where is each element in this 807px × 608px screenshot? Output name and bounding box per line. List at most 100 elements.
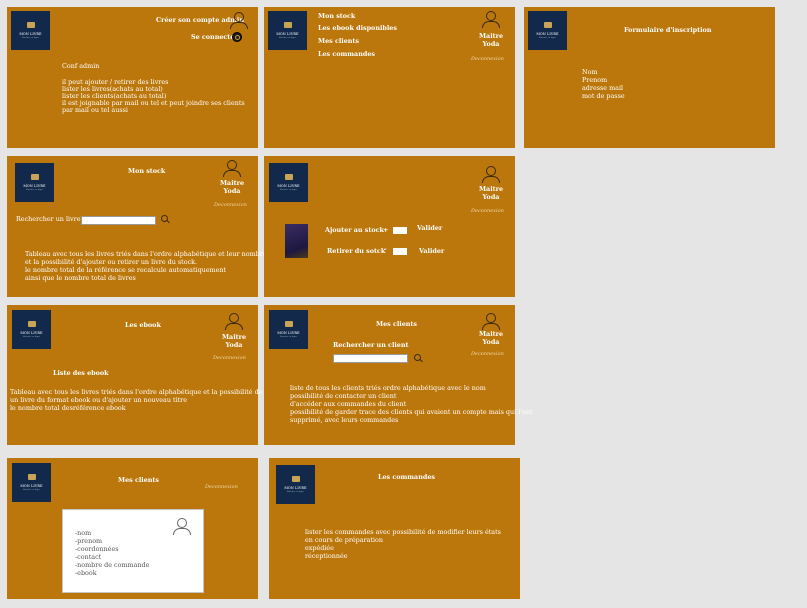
card-line-ebook: -ebook <box>75 569 97 577</box>
panel-orders: MON LIVRE librairie en ligne Les command… <box>269 458 520 599</box>
orders-line-2: en cours de préparation <box>305 536 384 544</box>
user-icon[interactable] <box>225 313 243 331</box>
search-icon[interactable] <box>414 354 423 363</box>
logo: MON LIVRE librairie en ligne <box>12 310 51 349</box>
clients-line-1: liste de tous les clients triés ordre al… <box>290 384 486 392</box>
validate-remove-button[interactable]: Valider <box>419 247 445 255</box>
menu-item-ebooks[interactable]: Les ebook disponibles <box>318 24 397 32</box>
ebook-line-1: Tableau avec tous les livres triés dans … <box>10 388 299 396</box>
stock-line-3: le nombre total de la référence se recal… <box>25 266 227 274</box>
logo-title: MON LIVRE <box>23 184 46 188</box>
logout-link[interactable]: Deconnexion <box>214 202 247 208</box>
page-title: Les ebook <box>125 321 161 329</box>
stock-line-1: Tableau avec tous les livres triés dans … <box>25 250 289 258</box>
user-name-line-2: Yoda <box>225 341 243 349</box>
book-icon <box>543 22 552 28</box>
menu-item-orders[interactable]: Les commandes <box>318 50 375 58</box>
user-name-line-1: Maitre <box>478 330 504 338</box>
panel-client-detail: MON LIVRE librairie en ligne Mes clients… <box>7 458 258 599</box>
create-account-link[interactable]: Créer son compte admin <box>156 16 244 24</box>
logo-title: MON LIVRE <box>20 484 43 488</box>
logout-link[interactable]: Deconnexion <box>471 208 504 214</box>
logo-title: MON LIVRE <box>277 331 300 335</box>
stock-line-2: et la possibilité d'ajouter ou retirer u… <box>25 258 198 266</box>
logo-title: MON LIVRE <box>276 32 299 36</box>
minus-icon[interactable]: - <box>384 245 387 253</box>
logo: MON LIVRE librairie en ligne <box>11 11 50 50</box>
admin-line-2: lister les livres(achats au total) <box>62 85 163 93</box>
clients-line-5: supprimé, avec leurs commandes <box>290 416 399 424</box>
logo: MON LIVRE librairie en ligne <box>269 163 308 202</box>
logo-title: MON LIVRE <box>19 32 42 36</box>
user-icon[interactable] <box>230 12 248 30</box>
user-icon <box>173 518 191 536</box>
user-name-line-2: Yoda <box>482 40 500 48</box>
card-line-commandes: -nombre de commande <box>75 561 150 569</box>
orders-line-1: lister les commandes avec possibilité de… <box>305 528 501 536</box>
logo-subtitle: librairie en ligne <box>22 37 39 39</box>
search-input[interactable] <box>81 216 156 225</box>
client-card[interactable]: -nom -prenom -coordonnées -contact -nomb… <box>62 509 204 593</box>
book-icon <box>291 476 300 482</box>
logo-subtitle: librairie en ligne <box>280 189 297 191</box>
card-line-contact: -contact <box>75 553 102 561</box>
user-icon[interactable] <box>482 11 500 29</box>
form-field-password[interactable]: mot de passe <box>582 92 625 100</box>
form-field-firstname[interactable]: Prenom <box>582 76 608 84</box>
logo-title: MON LIVRE <box>284 486 307 490</box>
logout-link[interactable]: Deconnexion <box>213 355 246 361</box>
book-icon <box>30 174 39 180</box>
clients-line-3: d'accéder aux commandes du client <box>290 400 407 408</box>
user-icon[interactable] <box>482 313 500 331</box>
logo-subtitle: librairie en ligne <box>279 37 296 39</box>
search-icon[interactable] <box>161 215 170 224</box>
logo: MON LIVRE librairie en ligne <box>12 463 51 502</box>
clients-line-2: possibilité de contacter un client <box>290 392 397 400</box>
logout-link[interactable]: Deconnexion <box>471 351 504 357</box>
user-name-line-2: Yoda <box>482 338 500 346</box>
form-field-email[interactable]: adresse mail <box>582 84 624 92</box>
logo-title: MON LIVRE <box>277 184 300 188</box>
add-stock-label: Ajouter au stock <box>325 226 384 234</box>
user-name-line-2: Yoda <box>223 187 241 195</box>
admin-line-3: lister les clients(achats au total) <box>62 92 167 100</box>
logo-subtitle: librairie en ligne <box>26 189 43 191</box>
book-icon <box>27 474 36 480</box>
admin-line-1: il peut ajouter / retirer des livres <box>62 78 169 86</box>
orders-line-4: réceptionnée <box>305 552 348 560</box>
logo: MON LIVRE librairie en ligne <box>268 11 307 50</box>
form-field-lastname[interactable]: Nom <box>582 68 598 76</box>
ebook-line-2: un livre du format ebook ou d'ajouter un… <box>10 396 188 404</box>
power-icon[interactable] <box>232 32 242 42</box>
admin-heading: Conf admin <box>62 62 100 70</box>
user-icon[interactable] <box>482 166 500 184</box>
card-line-coordonnees: -coordonnées <box>75 545 119 553</box>
remove-stock-label: Retirer du sotck <box>327 247 386 255</box>
search-label: Rechercher un livre <box>16 215 81 223</box>
logo: MON LIVRE librairie en ligne <box>276 465 315 504</box>
menu-item-stock[interactable]: Mon stock <box>318 12 356 20</box>
logo-subtitle: librairie en ligne <box>287 491 304 493</box>
page-title: Mes clients <box>376 320 417 328</box>
panel-stock: MON LIVRE librairie en ligne Mon stock M… <box>7 156 288 297</box>
panel-clients: MON LIVRE librairie en ligne Mes clients… <box>264 305 533 445</box>
add-quantity-input[interactable] <box>393 227 407 234</box>
book-icon <box>284 321 293 327</box>
user-icon[interactable] <box>223 160 241 178</box>
plus-icon[interactable]: + <box>383 226 389 234</box>
logo-title: MON LIVRE <box>536 32 559 36</box>
logout-link[interactable]: Deconnexion <box>471 56 504 62</box>
search-label: Rechercher un client <box>333 341 409 349</box>
user-name-line-2: Yoda <box>482 193 500 201</box>
page-title: Les commandes <box>378 473 435 481</box>
logo-subtitle: librairie en ligne <box>280 336 297 338</box>
remove-quantity-input[interactable] <box>393 248 407 255</box>
ebook-line-3: le nombre total desréférence ebook <box>10 404 126 412</box>
login-link[interactable]: Se connecter <box>191 33 238 41</box>
stock-line-4: ainsi que le nombre total de livres <box>25 274 136 282</box>
search-input[interactable] <box>333 354 408 363</box>
logout-link[interactable]: Deconnexion <box>205 484 238 490</box>
menu-item-clients[interactable]: Mes clients <box>318 37 359 45</box>
validate-add-button[interactable]: Valider <box>417 224 443 232</box>
page-title: Mon stock <box>128 167 166 175</box>
